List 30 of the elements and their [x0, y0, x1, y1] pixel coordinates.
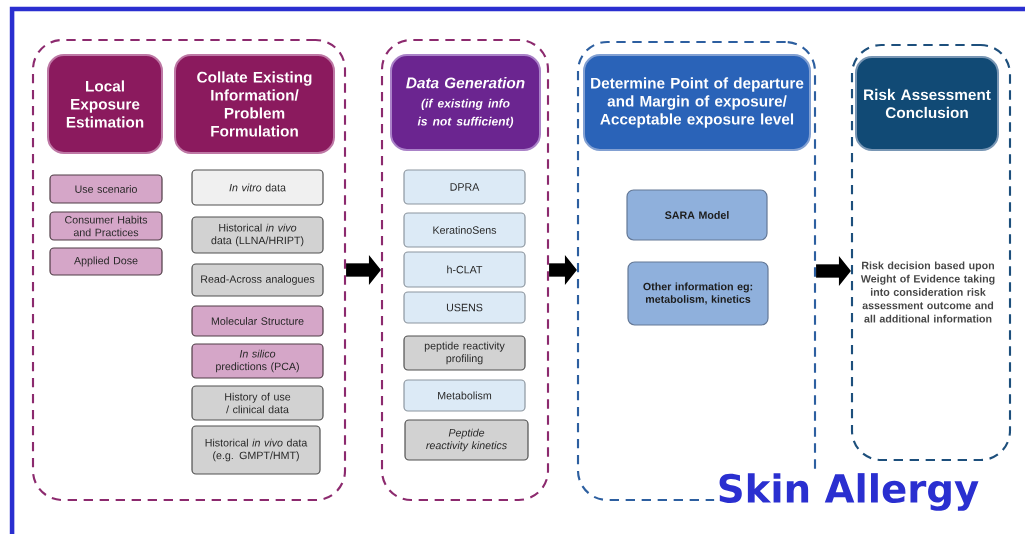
- item-box: USENS: [403, 291, 526, 324]
- item-box: Metabolism: [403, 379, 526, 412]
- item-box: peptide reactivity profiling: [403, 335, 526, 371]
- item-box: Consumer Habits and Practices: [49, 211, 163, 241]
- item-box: Historical in vivo data (LLNA/HRIPT): [191, 216, 324, 254]
- item-box: h-CLAT: [403, 251, 526, 288]
- dashed-group-box: [850, 43, 1012, 462]
- header-box: Determine Point of departure and Margin of exposure/ Acceptable exposure level: [583, 54, 811, 151]
- item-box: DPRA: [403, 169, 526, 205]
- header-box: Risk Assessment Conclusion: [855, 56, 999, 151]
- item-box: Molecular Structure: [191, 305, 324, 337]
- dashed-group-box: [31, 38, 347, 502]
- item-box: Peptide reactivity kinetics: [404, 419, 529, 461]
- item-box: In silico predictions (PCA): [191, 343, 324, 379]
- item-box: Historical in vivo data (e.g. GMPT/HMT): [191, 425, 321, 475]
- header-box: Local Exposure Estimation: [47, 54, 163, 154]
- item-box: History of use / clinical data: [191, 385, 324, 421]
- model-box: SARA Model: [626, 189, 768, 241]
- dashed-group-box: [576, 40, 817, 502]
- header-box: Collate Existing Information/ Problem Formulation: [174, 54, 335, 154]
- item-box: Use scenario: [49, 174, 163, 204]
- item-box: KeratinoSens: [403, 212, 526, 248]
- note-text: Risk decision based upon Weight of Evidence taking into consideration risk assessment outcome and all additional information: [860, 261, 995, 323]
- model-box: Other information eg: metabolism, kinetics: [627, 261, 769, 326]
- item-box: Read-Across analogues: [191, 263, 324, 297]
- item-box: In vitro data: [191, 169, 324, 206]
- dashed-group-box: [380, 38, 550, 502]
- item-box: Applied Dose: [49, 247, 163, 276]
- header-box: Data Generation (if existing info is not sufficient): [390, 54, 541, 151]
- title-text: Skin Allergy: [714, 470, 982, 514]
